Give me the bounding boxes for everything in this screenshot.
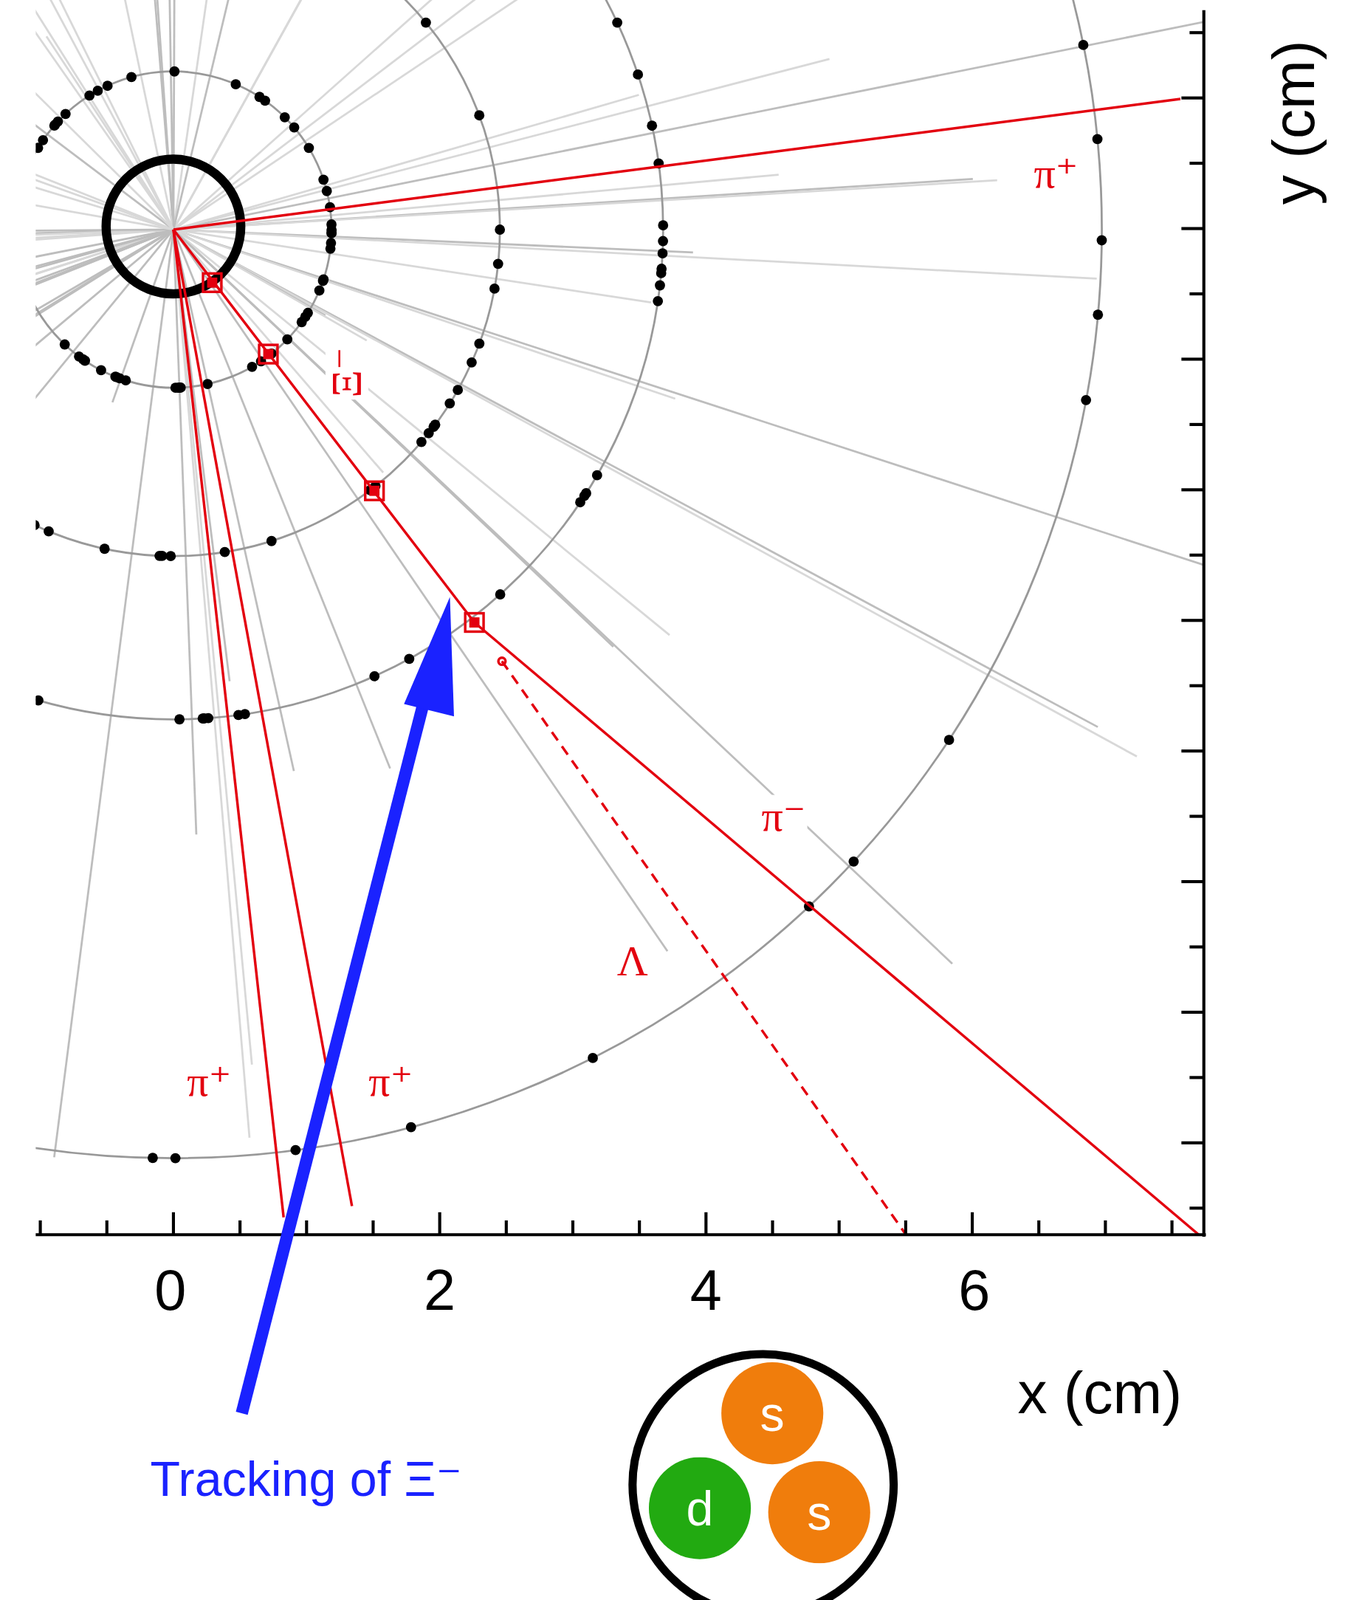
hit-markers	[203, 273, 506, 665]
callout-label: Tracking of Ξ⁻	[149, 1455, 462, 1504]
axis-ticks	[40, 32, 1205, 1235]
axis-title: y (cm)	[1263, 40, 1323, 206]
quark-circle: s	[768, 1460, 871, 1563]
tick-label: 2	[423, 1262, 456, 1320]
quark-flavour: s	[806, 1483, 832, 1540]
quark-flavour: d	[686, 1480, 714, 1537]
tracking-arrow	[242, 596, 454, 1413]
tick-label: 4	[690, 1262, 722, 1320]
inner-layer	[106, 159, 241, 294]
quark-circle: s	[721, 1362, 824, 1464]
detector-hits	[35, 0, 1107, 1163]
particle-label: π⁺	[1032, 152, 1081, 195]
baryon-outline	[632, 1353, 894, 1600]
tick-label: 0	[154, 1262, 187, 1320]
particle-label: π⁻	[759, 795, 808, 838]
quark-flavour: s	[760, 1384, 785, 1441]
grey-tracks	[35, 0, 1204, 1157]
particle-label: π⁺	[185, 1060, 234, 1103]
quark-circle: d	[648, 1456, 751, 1559]
axis-title: x (cm)	[1017, 1362, 1183, 1422]
particle-label: Λ	[614, 939, 651, 983]
axes	[35, 10, 1206, 1237]
tick-label: 6	[958, 1262, 990, 1320]
particle-label: Ξ⁻	[325, 345, 369, 401]
particle-label: π⁺	[366, 1060, 415, 1103]
